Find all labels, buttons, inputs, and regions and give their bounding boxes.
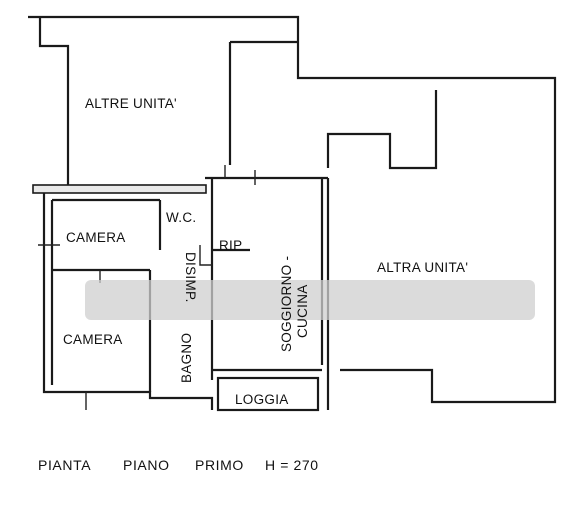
caption-floor: PIANO	[123, 457, 170, 473]
label-disimp: DISIMP.	[183, 252, 198, 303]
plan-caption: PIANTA PIANO PRIMO H = 270	[38, 457, 319, 473]
label-bagno: BAGNO	[179, 333, 194, 383]
label-altre-unita: ALTRE UNITA'	[85, 96, 177, 111]
label-cucina: CUCINA	[295, 284, 310, 338]
label-camera-bottom: CAMERA	[63, 332, 123, 347]
label-loggia: LOGGIA	[235, 392, 289, 407]
label-soggiorno: SOGGIORNO -	[279, 256, 294, 352]
caption-title: PIANTA	[38, 457, 91, 473]
unit-walls	[32, 165, 330, 412]
label-altra-unita: ALTRA UNITA'	[377, 260, 468, 275]
outer-boundary	[28, 15, 557, 404]
label-wc: W.C.	[166, 210, 196, 225]
label-camera-top: CAMERA	[66, 230, 126, 245]
label-rip: RIP	[219, 238, 242, 253]
redacted-band	[85, 280, 535, 320]
caption-height: H = 270	[265, 457, 319, 473]
caption-level: PRIMO	[195, 457, 244, 473]
